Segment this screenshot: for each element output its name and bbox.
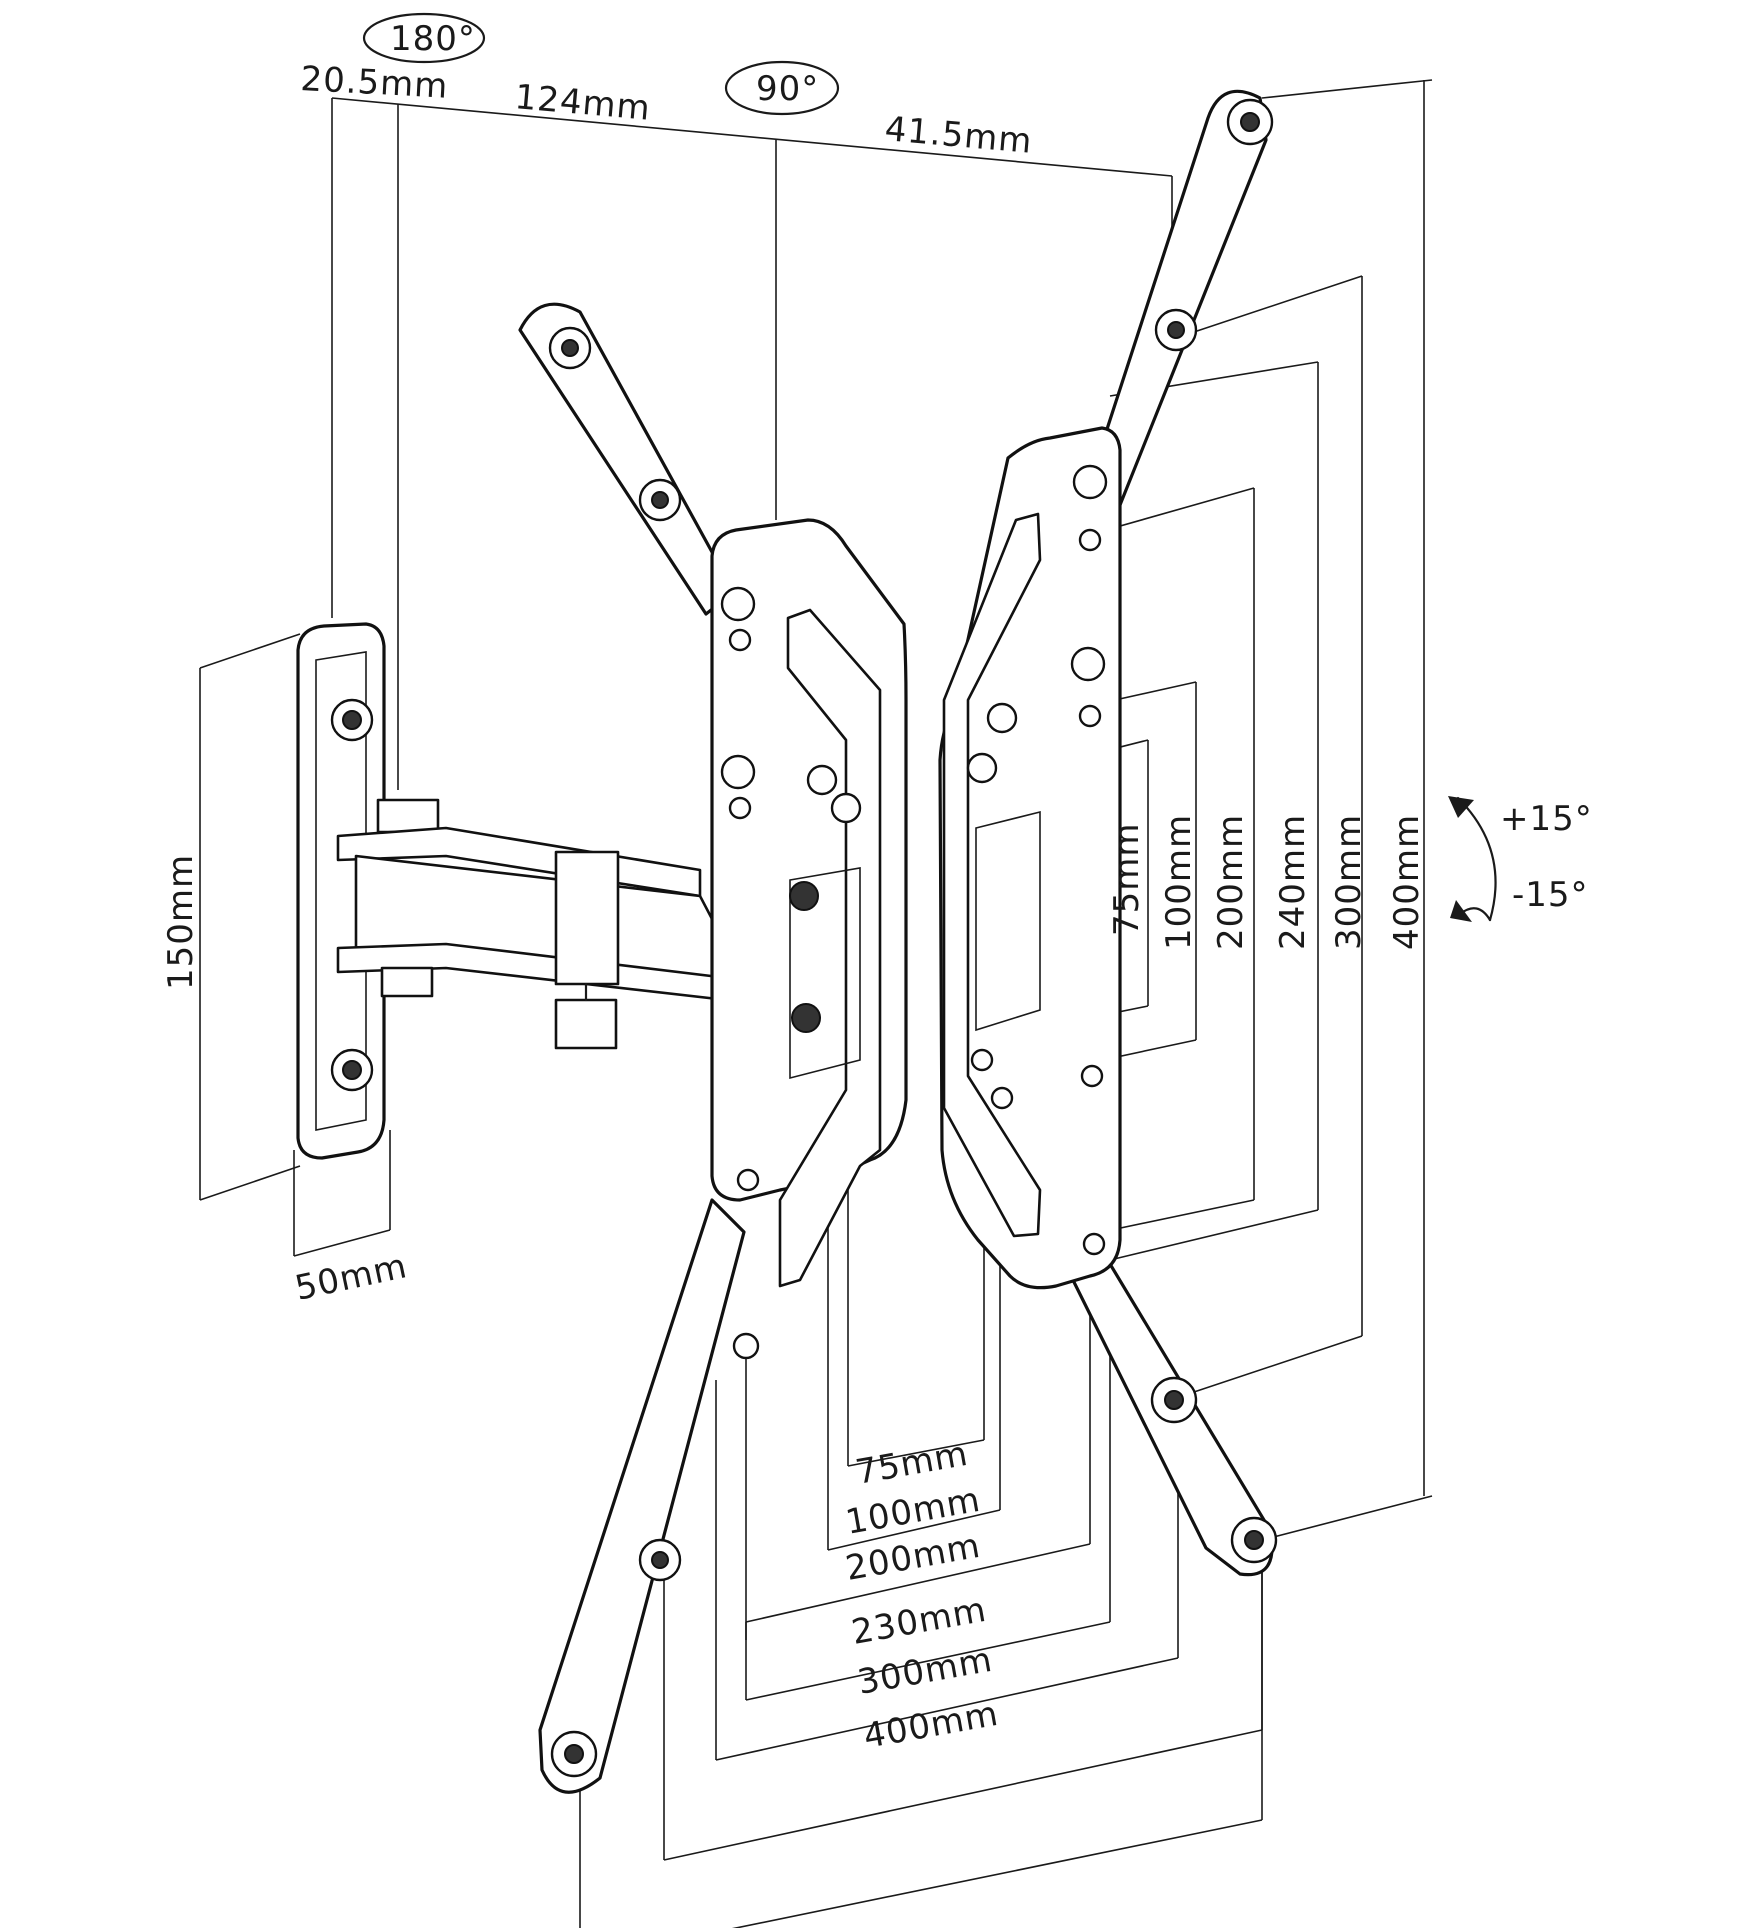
- dim-41-5mm: 41.5mm: [883, 109, 1034, 162]
- vesa-arm-lower-left: [538, 1198, 746, 1794]
- wall-plate-width-label: 50mm: [292, 1246, 411, 1309]
- vesa-arm-lower-right: [1066, 1242, 1278, 1577]
- swivel-180-icon: 180°: [362, 12, 486, 64]
- horizontal-vesa-400mm: 400mm: [861, 1694, 1002, 1757]
- wall-plate: [296, 622, 386, 1160]
- dim-20-5mm: 20.5mm: [300, 59, 450, 107]
- tilt-arrow-icon: +15° -15°: [1448, 796, 1593, 922]
- vertical-vesa-240mm: 240mm: [1273, 814, 1313, 950]
- wall-plate-height-label: 150mm: [161, 854, 201, 990]
- tilt-up-label: +15°: [1500, 799, 1593, 839]
- vertical-vesa-200mm: 200mm: [1211, 814, 1251, 950]
- swivel-arm: [336, 798, 746, 1050]
- vertical-vesa-100mm: 100mm: [1159, 814, 1199, 950]
- tilt-down-label: -15°: [1512, 875, 1589, 915]
- dim-124mm: 124mm: [513, 77, 652, 129]
- vesa-arm-upper-right: [1082, 89, 1274, 522]
- vertical-vesa-300mm: 300mm: [1329, 814, 1369, 950]
- rotate-90-icon: 90°: [724, 60, 840, 116]
- dimension-lines: [199, 79, 1433, 1928]
- rotate-90-label: 90°: [756, 69, 819, 109]
- vesa-arm-upper-left: [518, 302, 736, 616]
- swivel-180-label: 180°: [390, 19, 476, 59]
- vertical-vesa-75mm: 75mm: [1107, 822, 1147, 936]
- mount-plate-left: [710, 518, 908, 1360]
- vertical-vesa-400mm: 400mm: [1387, 814, 1427, 950]
- top-dimension-labels: 20.5mm 124mm 41.5mm: [300, 59, 1035, 162]
- mount-plate-right: [938, 426, 1122, 1290]
- vertical-vesa-labels: 75mm 100mm 200mm 240mm 300mm 400mm: [1107, 814, 1427, 950]
